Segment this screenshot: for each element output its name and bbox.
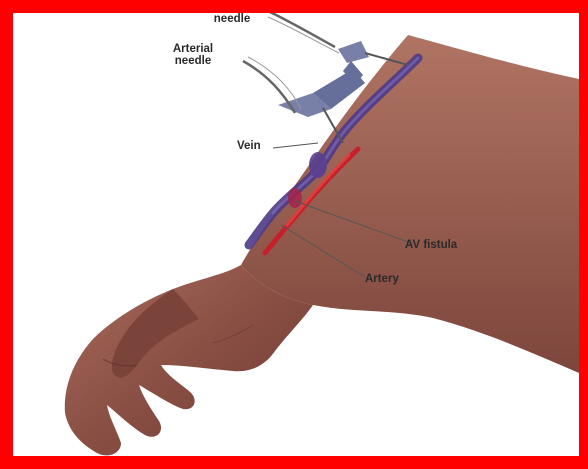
vein-leader: [273, 143, 318, 148]
hand: [65, 265, 313, 455]
arterial-needle-label: Arterial needle: [158, 43, 228, 67]
vein-label: Vein: [237, 140, 261, 152]
venous-needle-text: needle: [214, 13, 250, 25]
av-fistula-label: AV fistula: [405, 239, 457, 251]
artery-label: Artery: [365, 273, 399, 285]
venous-needle-label: needle: [197, 13, 267, 25]
arterial-needle-text-2: needle: [158, 55, 228, 67]
arm-illustration: [13, 13, 579, 469]
arterial-needle-text-1: Arterial: [158, 43, 228, 55]
